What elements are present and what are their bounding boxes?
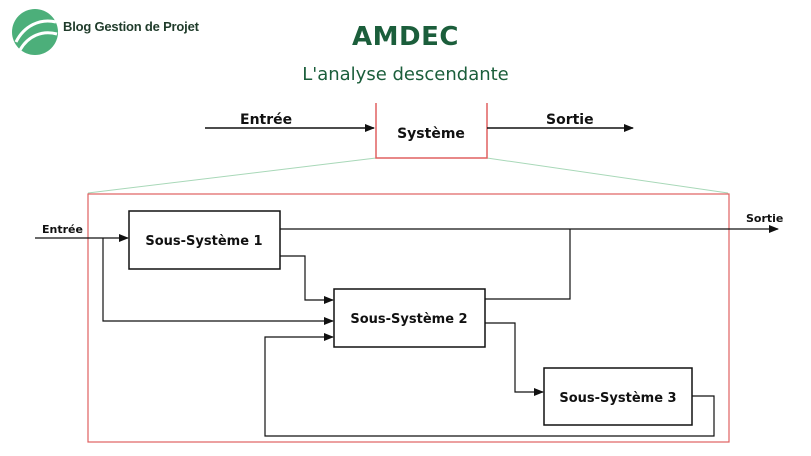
subsystem-2: Sous-Système 2 — [333, 288, 486, 348]
subsystem-1: Sous-Système 1 — [128, 210, 281, 270]
ss2-to-output-line — [485, 229, 571, 300]
subsystem-2-label: Sous-Système 2 — [350, 312, 467, 327]
page-title: AMDEC — [352, 22, 459, 52]
page-subtitle: L'analyse descendante — [302, 64, 509, 85]
subsystem-3-label: Sous-Système 3 — [559, 391, 676, 406]
top-input-label: Entrée — [240, 112, 292, 128]
brand-name: Blog Gestion de Projet — [63, 18, 199, 34]
zoom-line-right — [486, 157, 729, 194]
brand-logo[interactable]: Blog Gestion de Projet — [10, 8, 199, 56]
detail-frame — [87, 193, 730, 443]
detail-input-label: Entrée — [42, 223, 83, 236]
top-output-label: Sortie — [546, 112, 594, 128]
system-label: Système — [397, 126, 465, 142]
input-to-ss2-arrow — [102, 238, 334, 325]
ss2-to-ss3-arrow — [485, 322, 544, 396]
ss3-feedback-arrow — [264, 333, 715, 437]
subsystem-1-label: Sous-Système 1 — [145, 234, 262, 249]
detail-output-label: Sortie — [746, 212, 783, 225]
subsystem-3: Sous-Système 3 — [543, 367, 693, 426]
leaf-logo-icon — [12, 9, 58, 55]
system-box — [375, 103, 488, 159]
ss1-to-ss2-arrow — [280, 255, 334, 304]
zoom-line-left — [87, 157, 377, 194]
